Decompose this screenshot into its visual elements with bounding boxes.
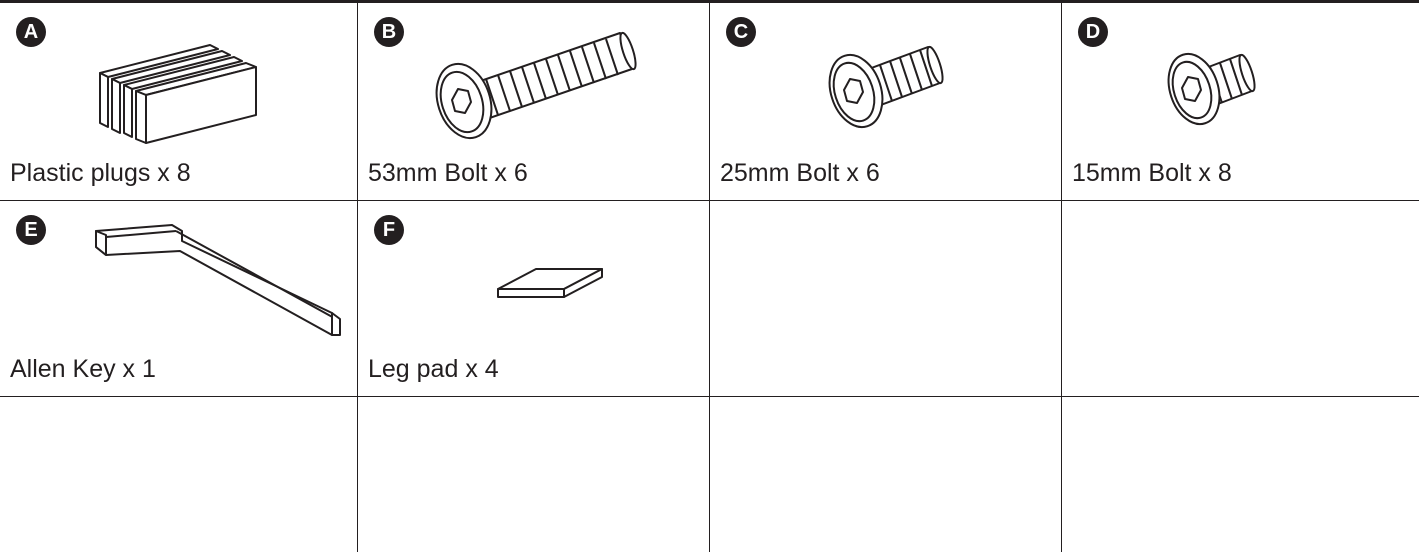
- bolt-icon: [435, 31, 637, 140]
- plastic-plugs-icon: [99, 44, 257, 144]
- empty-cell: [710, 397, 1062, 552]
- parts-grid: A Plastic plugs x 8 B: [0, 3, 1419, 552]
- part-letter-badge: F: [374, 215, 404, 245]
- part-label: Allen Key x 1: [10, 355, 156, 383]
- part-cell-c: C 25mm Bolt x 6: [710, 3, 1062, 201]
- allen-key-icon: [95, 224, 341, 336]
- part-label: 25mm Bolt x 6: [720, 159, 880, 187]
- empty-cell: [358, 397, 710, 552]
- part-letter-badge: B: [374, 17, 404, 47]
- part-letter-badge: C: [726, 17, 756, 47]
- part-cell-a: A Plastic plugs x 8: [0, 3, 358, 201]
- part-letter-badge: A: [16, 17, 46, 47]
- leg-pad-icon: [497, 268, 603, 298]
- part-letter-badge: D: [1078, 17, 1108, 47]
- part-cell-b: B: [358, 3, 710, 201]
- empty-cell: [1062, 397, 1419, 552]
- part-label: 53mm Bolt x 6: [368, 159, 528, 187]
- empty-cell: [0, 397, 358, 552]
- part-label: Leg pad x 4: [368, 355, 499, 383]
- part-label: 15mm Bolt x 8: [1072, 159, 1232, 187]
- part-cell-d: D 15mm Bolt x 8: [1062, 3, 1419, 201]
- part-cell-e: E Allen Key x 1: [0, 201, 358, 397]
- part-cell-f: F Leg pad x 4: [358, 201, 710, 397]
- empty-cell: [710, 201, 1062, 397]
- empty-cell: [1062, 201, 1419, 397]
- part-label: Plastic plugs x 8: [10, 159, 191, 187]
- part-letter-badge: E: [16, 215, 46, 245]
- bolt-icon: [1167, 52, 1256, 126]
- bolt-icon: [828, 45, 944, 129]
